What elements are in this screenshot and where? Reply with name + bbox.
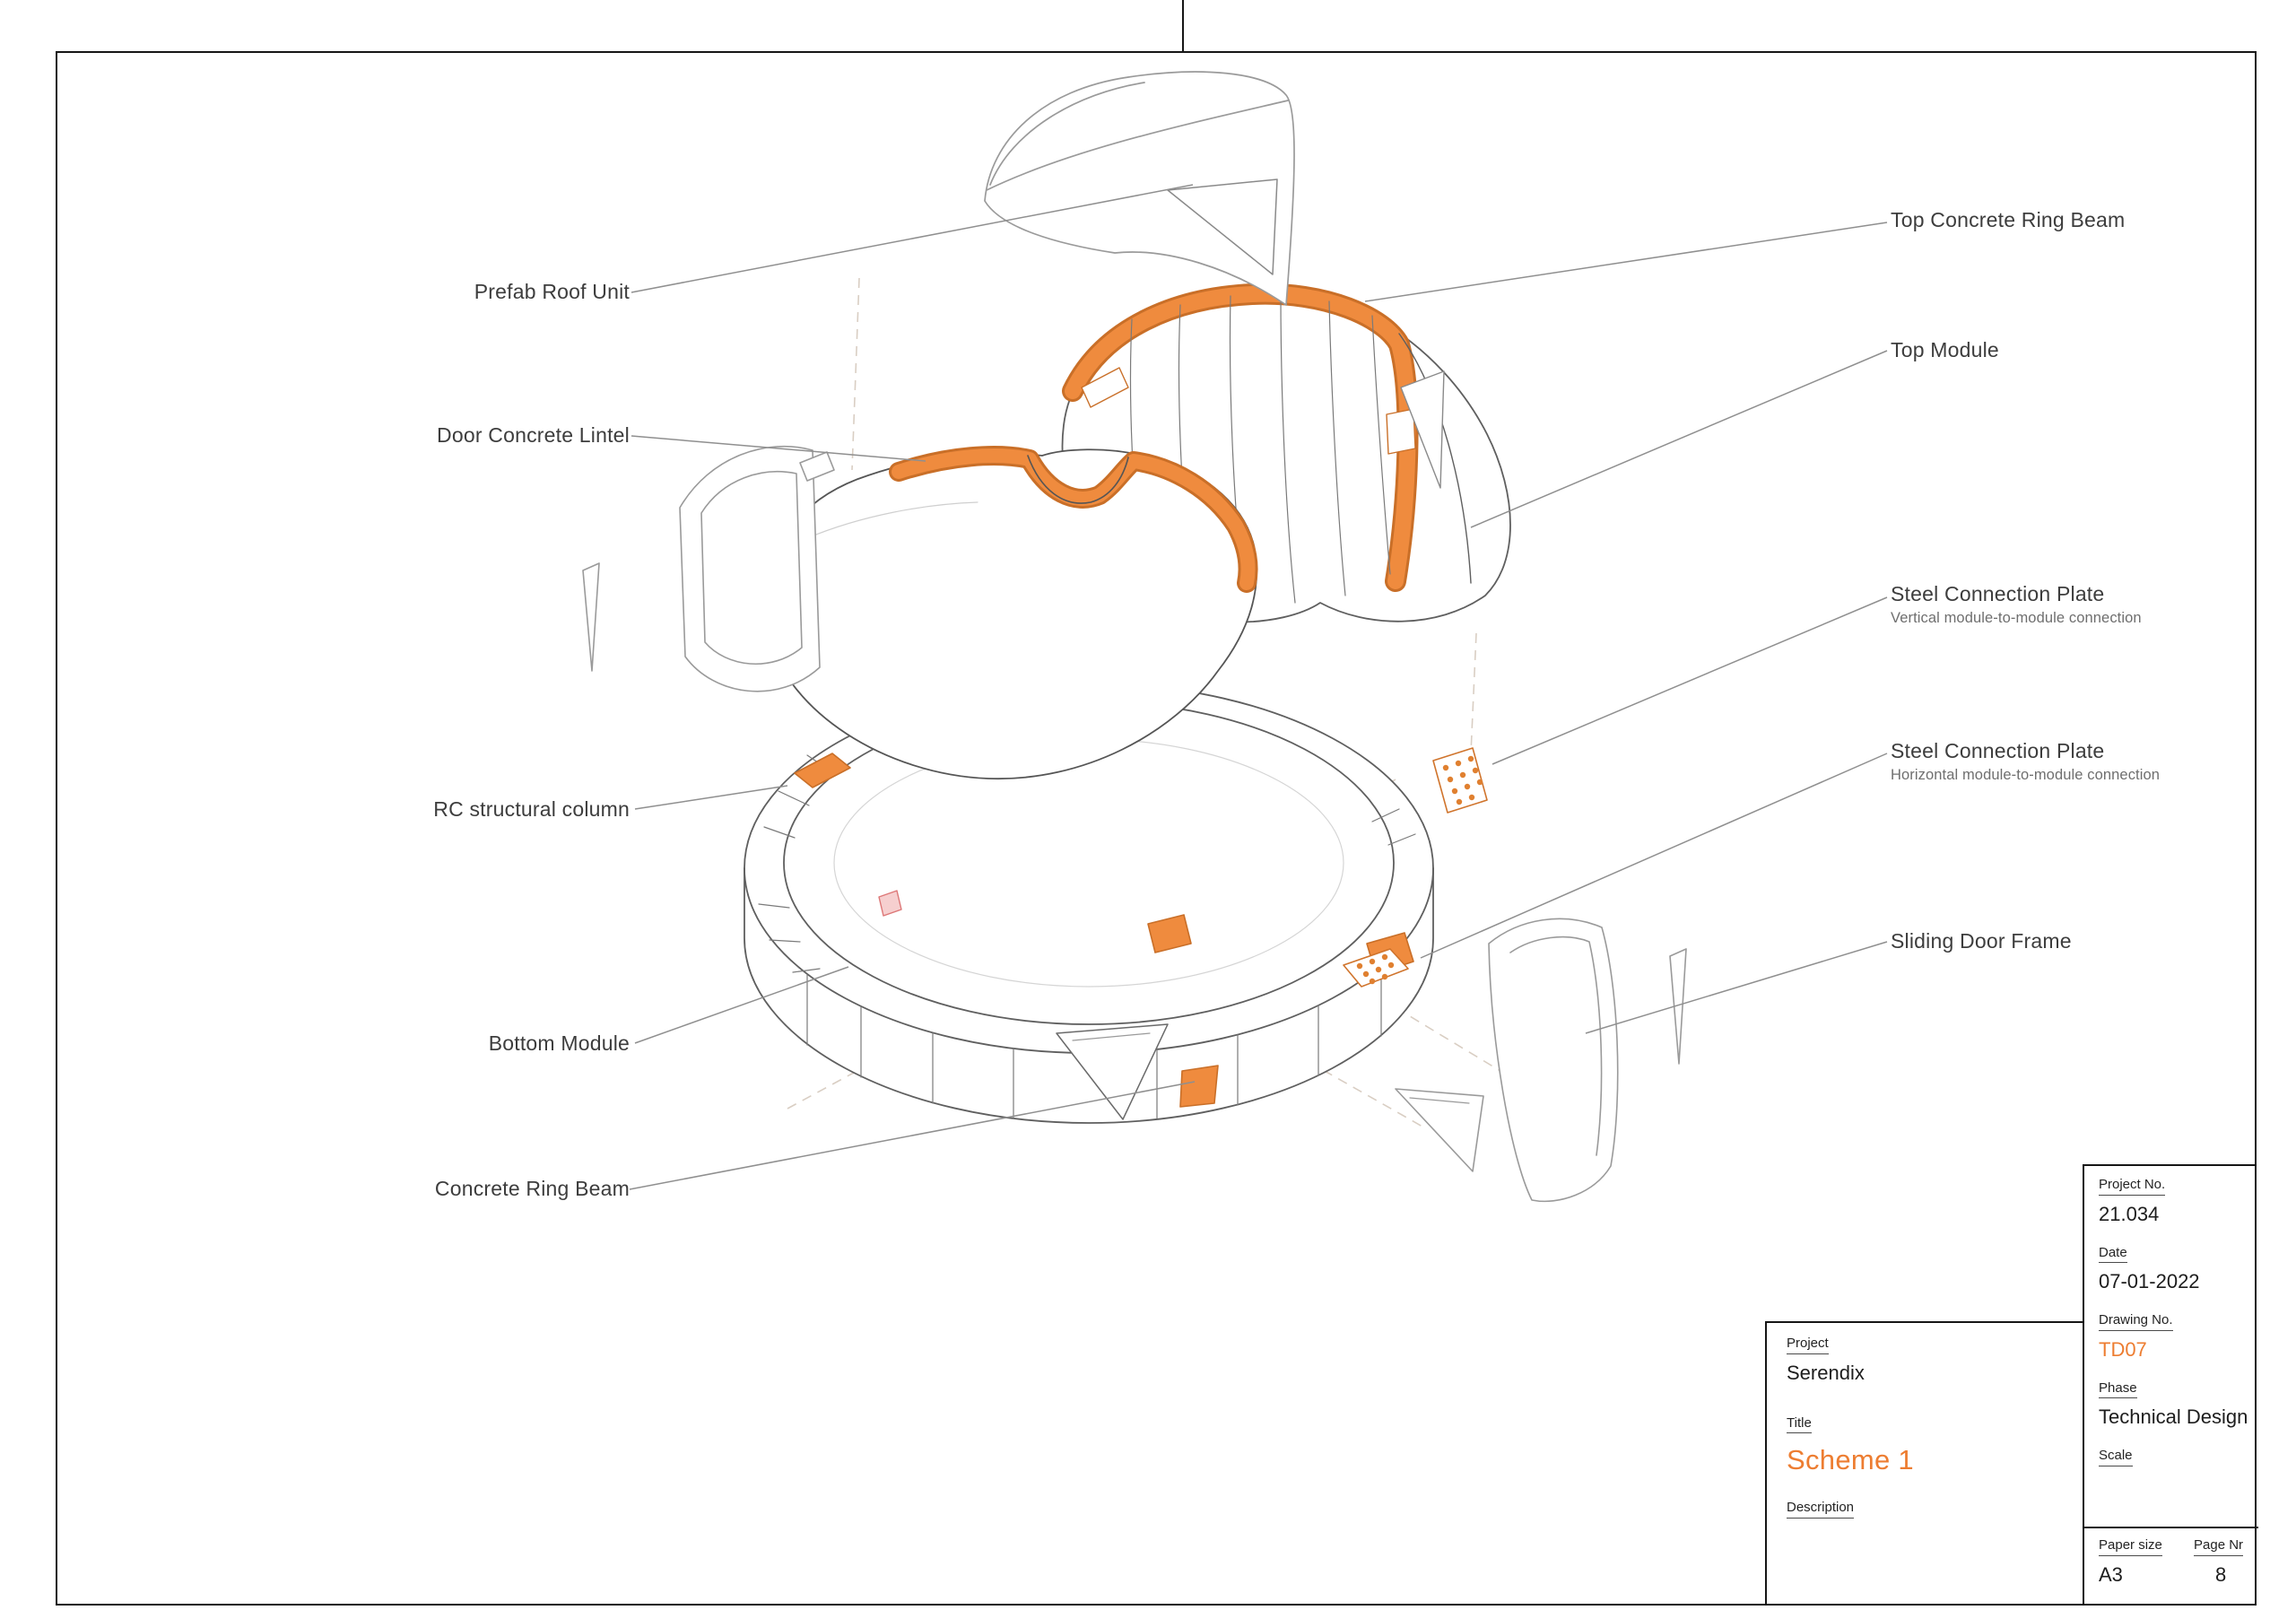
callout-label: RC structural column bbox=[433, 797, 630, 821]
drawing-border bbox=[56, 51, 2257, 1606]
date-value: 07-01-2022 bbox=[2099, 1270, 2200, 1292]
callout-sliding-door-frame: Sliding Door Frame bbox=[1891, 929, 2072, 953]
phase-label: Phase bbox=[2099, 1380, 2137, 1398]
title-block-field-page-nr: Page Nr 8 bbox=[2190, 1528, 2257, 1606]
callout-label: Door Concrete Lintel bbox=[437, 423, 630, 447]
title-block-field-scale: Scale bbox=[2099, 1448, 2257, 1466]
title-block-project-section: Project Serendix Title Scheme 1 Descript… bbox=[1765, 1321, 2083, 1606]
callout-label: Prefab Roof Unit bbox=[474, 280, 630, 303]
callout-concrete-ring-beam: Concrete Ring Beam bbox=[435, 1177, 630, 1200]
page-nr-label: Page Nr bbox=[2194, 1537, 2244, 1556]
title-block-field-project: Project Serendix bbox=[1787, 1336, 2083, 1385]
date-label: Date bbox=[2099, 1245, 2127, 1263]
callout-top-module: Top Module bbox=[1891, 338, 1999, 361]
callout-label: Top Concrete Ring Beam bbox=[1891, 208, 2126, 231]
project-no-value: 21.034 bbox=[2099, 1202, 2160, 1225]
project-no-label: Project No. bbox=[2099, 1177, 2166, 1196]
phase-value: Technical Design bbox=[2099, 1405, 2248, 1428]
page-nr-value: 8 bbox=[2215, 1562, 2227, 1586]
paper-size-label: Paper size bbox=[2099, 1537, 2162, 1556]
callout-label: Top Module bbox=[1891, 338, 1999, 361]
callout-label: Concrete Ring Beam bbox=[434, 1177, 630, 1200]
title-block-field-project-no: Project No. 21.034 bbox=[2099, 1177, 2257, 1226]
sheet-fold-mark bbox=[1182, 0, 1184, 52]
title-block-field-title: Title Scheme 1 bbox=[1787, 1415, 2083, 1477]
title-block-field-description: Description bbox=[1787, 1500, 2083, 1519]
title-label: Title bbox=[1787, 1415, 1812, 1433]
callout-steel-plate-vertical: Steel Connection Plate Vertical module-t… bbox=[1891, 582, 2142, 627]
drawing-no-value: TD07 bbox=[2099, 1337, 2147, 1361]
callout-label: Sliding Door Frame bbox=[1891, 929, 2072, 953]
paper-size-value: A3 bbox=[2099, 1562, 2123, 1586]
callout-rc-structural-column: RC structural column bbox=[433, 797, 630, 821]
callout-top-concrete-ring-beam: Top Concrete Ring Beam bbox=[1891, 208, 2125, 231]
callout-prefab-roof-unit: Prefab Roof Unit bbox=[474, 280, 630, 303]
callout-sublabel: Horizontal module-to-module connection bbox=[1891, 767, 2161, 784]
title-block-field-paper-size: Paper size A3 bbox=[2084, 1528, 2190, 1606]
callout-bottom-module: Bottom Module bbox=[489, 1031, 630, 1055]
project-label: Project bbox=[1787, 1336, 1829, 1354]
callout-label: Steel Connection Plate bbox=[1891, 739, 2105, 762]
title-value: Scheme 1 bbox=[1787, 1444, 1914, 1475]
callout-steel-plate-horizontal: Steel Connection Plate Horizontal module… bbox=[1891, 739, 2160, 784]
project-value: Serendix bbox=[1787, 1361, 1865, 1384]
callout-door-concrete-lintel: Door Concrete Lintel bbox=[437, 423, 630, 447]
title-block-paper-row: Paper size A3 Page Nr 8 bbox=[2084, 1527, 2258, 1606]
title-block-field-phase: Phase Technical Design bbox=[2099, 1380, 2257, 1430]
drawing-no-label: Drawing No. bbox=[2099, 1312, 2173, 1331]
title-block-meta-section: Project No. 21.034 Date 07-01-2022 Drawi… bbox=[2083, 1164, 2258, 1606]
scale-label: Scale bbox=[2099, 1448, 2133, 1466]
callout-label: Bottom Module bbox=[488, 1031, 630, 1055]
title-block-field-drawing-no: Drawing No. TD07 bbox=[2099, 1312, 2257, 1362]
description-label: Description bbox=[1787, 1500, 1855, 1519]
title-block-field-date: Date 07-01-2022 bbox=[2099, 1245, 2257, 1294]
callout-label: Steel Connection Plate bbox=[1891, 582, 2105, 605]
callout-sublabel: Vertical module-to-module connection bbox=[1891, 610, 2142, 627]
